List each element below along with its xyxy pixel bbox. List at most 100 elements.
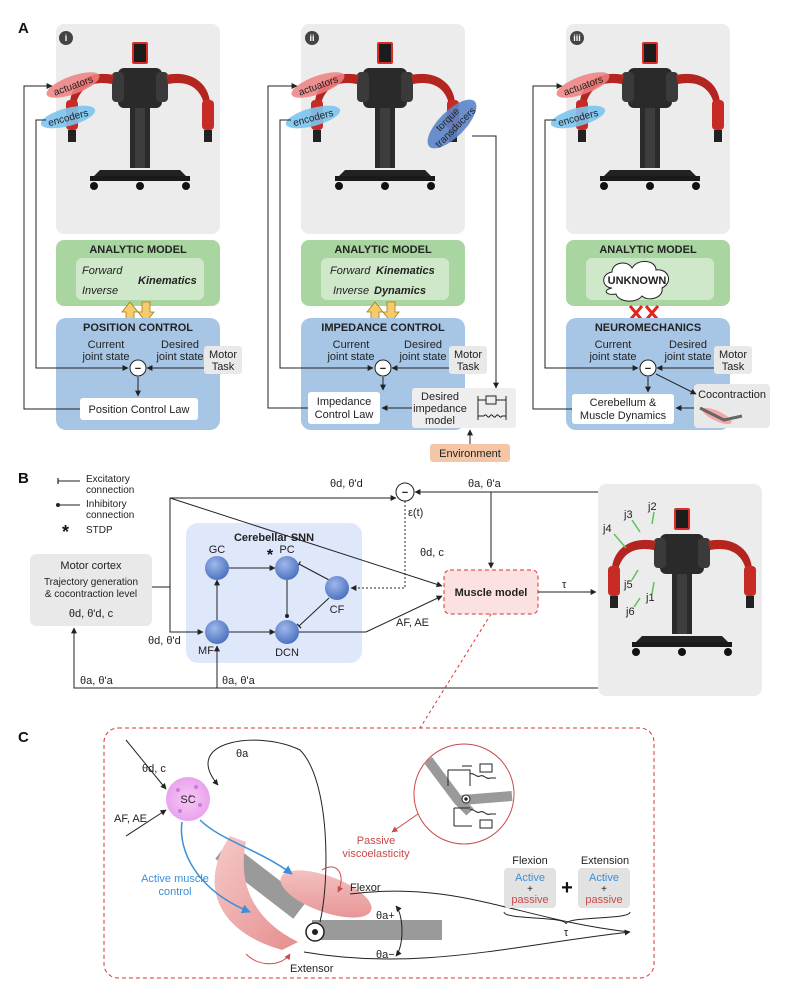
model-kinematics: Kinematics: [138, 275, 197, 287]
passive-arrow: [391, 813, 419, 833]
law-box: [80, 398, 198, 420]
legend-excitatory-1: Excitatory: [86, 474, 130, 485]
encoders-ellipse: [40, 105, 96, 129]
impmodel-3: model: [425, 415, 455, 427]
motor-task-box: [714, 346, 752, 374]
pc-label: PC: [279, 544, 294, 556]
muscle-model-detail-box: [103, 727, 655, 979]
motor-task-1: Motor: [719, 349, 747, 361]
model-line1: Forward: [82, 265, 123, 277]
theta-plus-label: θa+: [376, 910, 395, 922]
impmodel-1: Desired: [421, 391, 459, 403]
mf-input-label: θd, θ'd: [148, 635, 181, 647]
model-line2-a: Inverse: [333, 285, 369, 297]
desired-label-1: Desired: [404, 339, 442, 351]
environment-box: [430, 444, 510, 462]
joint-label: j3: [623, 509, 633, 521]
comparator-sign: −: [645, 363, 651, 375]
motor-task-2: Task: [457, 361, 480, 373]
dcn-label: DCN: [275, 647, 299, 659]
current-label-2: joint state: [326, 351, 374, 363]
law-label-2: Control Law: [315, 409, 374, 421]
panel-letter-b: B: [18, 470, 29, 487]
encoders-ellipse: [285, 105, 341, 129]
tau-label: τ: [562, 579, 567, 591]
model-line1-a: Forward: [330, 265, 371, 277]
active-flexor-arrow: [199, 819, 293, 875]
flexion-active: Active: [515, 872, 545, 884]
spring-damper-icon: [477, 395, 507, 420]
mf-label: MF: [198, 645, 214, 657]
extension-torque-line: [303, 929, 631, 960]
angle-arc: [395, 905, 403, 957]
flexion-passive: passive: [511, 894, 548, 906]
down-arrow: [137, 301, 155, 323]
theta-d-top-label: θd, θ'd: [330, 478, 363, 490]
roman-badge: [570, 31, 584, 45]
tau-output-label: τ: [564, 927, 569, 939]
panel-b-connections: [71, 489, 598, 689]
motor-cortex-title: Motor cortex: [60, 560, 122, 572]
analytic-model-inner: [76, 258, 204, 300]
passive-label-2: viscoelasticity: [342, 848, 410, 860]
legend-stdp: STDP: [86, 525, 113, 536]
comparator-sign: −: [380, 363, 386, 375]
theta-d-input-arrow: [125, 739, 167, 790]
motor-task-1: Motor: [454, 349, 482, 361]
motor-cortex-box: [30, 554, 152, 626]
elbow-joint-center: [312, 929, 318, 935]
analytic-model-title: ANALYTIC MODEL: [334, 244, 432, 256]
current-label-1: Current: [595, 339, 632, 351]
viscoelastic-inset-icon: [424, 757, 513, 829]
legend: Excitatory connection Inhibitory connect…: [56, 474, 134, 542]
sum-plus: +: [561, 877, 573, 899]
environment-label: Environment: [439, 448, 501, 460]
active-control-label-2: control: [158, 886, 191, 898]
pc-node: [275, 556, 299, 580]
motor-cortex-line1: Trajectory generation: [44, 577, 138, 588]
roman-label: i: [65, 33, 68, 43]
af-ae-input-arrow: [125, 809, 167, 837]
gc-label: GC: [209, 544, 226, 556]
theta-a-feedback-arrow: [207, 739, 327, 923]
theta-d-c-input: θd, c: [142, 763, 166, 775]
legend-inhibitory-2: connection: [86, 510, 134, 521]
cross-marks-icon: [628, 305, 660, 321]
desired-label-2: joint state: [398, 351, 446, 363]
snn-title: Cerebellar SNN: [234, 532, 314, 544]
sc-node: [166, 777, 210, 821]
muscle-model-label: Muscle model: [455, 587, 528, 599]
af-ae-label: AF, AE: [396, 617, 429, 629]
flexor-label: Flexor: [350, 882, 381, 894]
flexion-box: [504, 868, 556, 908]
extension-passive: passive: [585, 894, 622, 906]
motor-cortex-line2: & cocontraction level: [45, 589, 137, 600]
comparator-sign: −: [135, 363, 141, 375]
roman-label: iii: [573, 33, 581, 43]
theta-a-top-label: θa, θ'a: [468, 478, 502, 490]
motor-task-2: Task: [212, 361, 235, 373]
theta-a-bottom-left: θa, θ'a: [80, 675, 114, 687]
extension-active: Active: [589, 872, 619, 884]
flexion-torque-line: [349, 890, 631, 933]
model-line2: Inverse: [82, 285, 118, 297]
extensor-label: Extensor: [290, 963, 334, 975]
panel-letter-a: A: [18, 20, 29, 37]
cerebellar-snn-box: [186, 523, 362, 663]
cocontraction-label: Cocontraction: [698, 389, 766, 401]
roman-badge: [59, 31, 73, 45]
impmodel-2: impedance: [413, 403, 467, 415]
arm-muscle-icon: [699, 406, 743, 425]
law-label-1: Cerebellum &: [590, 397, 657, 409]
actuators-ellipse: [46, 72, 100, 98]
analytic-model-title: ANALYTIC MODEL: [89, 244, 187, 256]
joint-label: j4: [602, 523, 612, 535]
legend-excitatory-2: connection: [86, 485, 134, 496]
motor-task-box: [449, 346, 487, 374]
desired-label-2: joint state: [663, 351, 711, 363]
error-comparator-sign: −: [402, 487, 408, 499]
motor-task-box: [204, 346, 242, 374]
motor-cortex-output: θd, θ'd, c: [69, 608, 114, 620]
desired-label-1: Desired: [161, 339, 199, 351]
